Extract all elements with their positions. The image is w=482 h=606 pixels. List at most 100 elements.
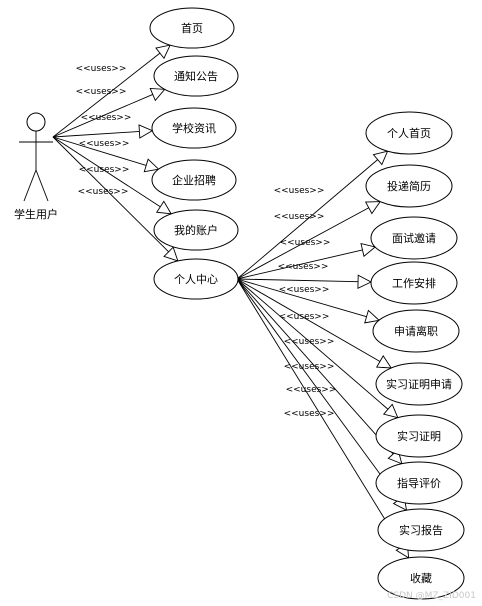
stereotype-resume: <<uses>> — [274, 212, 325, 222]
use-case-label: 个人首页 — [387, 126, 431, 140]
assoc-cert-line — [236, 278, 389, 410]
stereotype-report: <<uses>> — [286, 385, 337, 395]
assoc-resign-line — [236, 278, 367, 318]
assoc-evaluation-line — [236, 278, 394, 455]
use-case-label: 指导评价 — [397, 476, 441, 490]
assoc-work-arrowhead — [357, 274, 373, 289]
use-case-report: 实习报告 — [377, 508, 465, 552]
use-case-label: 工作安排 — [392, 276, 436, 290]
use-case-ellipse — [370, 261, 458, 305]
use-case-cert-apply: 实习证明申请 — [375, 362, 463, 406]
association-lines — [52, 44, 410, 559]
stereotype-personal-center: <<uses>> — [78, 187, 129, 197]
use-case-ellipse — [151, 107, 237, 149]
use-case-cert: 实习证明 — [375, 414, 463, 458]
use-case-ellipse — [365, 111, 453, 155]
assoc-school-info-arrowhead — [138, 124, 154, 139]
use-case-ellipse — [377, 508, 465, 552]
assoc-home-line — [52, 52, 161, 138]
use-case-ellipse — [153, 258, 239, 300]
assoc-work-line — [236, 278, 359, 283]
use-case-ellipse — [153, 209, 239, 251]
use-case-ellipse — [149, 7, 235, 49]
assoc-resume-arrowhead — [364, 201, 382, 215]
use-case-label: 企业招聘 — [172, 173, 216, 187]
assoc-interview-arrowhead — [360, 242, 377, 258]
assoc-recruit-arrowhead — [143, 158, 160, 173]
actor-right-leg — [35, 169, 49, 202]
use-case-ellipse — [151, 159, 237, 201]
use-case-resume: 投递简历 — [365, 164, 453, 208]
use-case-ellipse — [377, 556, 465, 600]
use-case-label: 投递简历 — [387, 179, 431, 193]
stereotype-personal-home: <<uses>> — [274, 186, 325, 196]
watermark: CSDN @MZ_ZID001 — [387, 591, 476, 601]
assoc-resume-line — [236, 207, 369, 280]
stereotype-interview: <<uses>> — [280, 238, 331, 248]
use-case-ellipse — [365, 164, 453, 208]
use-case-resign: 申请离职 — [372, 309, 460, 353]
use-case-work: 工作安排 — [370, 261, 458, 305]
use-case-label: 首页 — [181, 21, 203, 35]
use-case-label: 实习证明 — [397, 429, 441, 443]
use-case-home: 首页 — [149, 7, 235, 49]
actor-left-leg — [23, 169, 37, 202]
stereotype-home: <<uses>> — [76, 64, 127, 74]
use-case-ellipse — [153, 55, 239, 97]
use-case-favorite: 收藏 — [377, 556, 465, 600]
actor-label: 学生用户 — [14, 207, 58, 221]
use-case-label: 实习报告 — [399, 523, 443, 537]
assoc-account-line — [52, 136, 161, 208]
assoc-favorite-line — [236, 278, 403, 548]
use-case-label: 实习证明申请 — [386, 377, 452, 391]
assoc-notice-line — [52, 94, 153, 138]
stereotype-notice: <<uses>> — [76, 87, 127, 97]
assoc-cert-apply-arrowhead — [375, 354, 393, 369]
use-case-ellipse — [375, 414, 463, 458]
assoc-account-arrowhead — [155, 200, 173, 215]
stereotype-account: <<uses>> — [79, 165, 130, 175]
use-case-label: 学校资讯 — [172, 121, 216, 135]
assoc-interview-line — [236, 249, 363, 280]
use-case-label: 通知公告 — [174, 69, 218, 83]
use-case-label: 面试邀请 — [392, 231, 436, 245]
assoc-cert-arrowhead — [382, 403, 399, 419]
stereotype-cert-apply: <<uses>> — [279, 312, 330, 322]
actor-student: 学生用户 — [14, 112, 58, 221]
use-case-evaluation: 指导评价 — [375, 461, 463, 505]
use-case-interview: 面试邀请 — [370, 216, 458, 260]
use-case-ellipse — [370, 216, 458, 260]
use-case-label: 申请离职 — [394, 324, 438, 338]
assoc-recruit-line — [52, 136, 147, 166]
assoc-resign-arrowhead — [364, 309, 381, 324]
assoc-home-arrowhead — [155, 44, 171, 60]
assoc-school-info-line — [52, 131, 140, 138]
assoc-personal-center-line — [52, 136, 169, 253]
assoc-cert-apply-line — [236, 278, 381, 362]
use-case-notice: 通知公告 — [153, 55, 239, 97]
use-case-label: 个人中心 — [174, 273, 218, 286]
stereotype-evaluation: <<uses>> — [284, 362, 335, 372]
assoc-notice-arrowhead — [149, 87, 166, 102]
stereotype-resign: <<uses>> — [279, 285, 330, 295]
use-case-ellipse — [375, 362, 463, 406]
use-case-account: 我的账户 — [153, 209, 239, 251]
actor-head — [26, 112, 46, 132]
stereotype-recruit: <<uses>> — [79, 139, 130, 149]
stereotype-cert: <<uses>> — [284, 337, 335, 347]
assoc-personal-center-arrowhead — [163, 246, 179, 262]
assoc-report-line — [236, 278, 400, 501]
assoc-personal-home-line — [236, 159, 378, 280]
use-case-recruit: 企业招聘 — [151, 159, 237, 201]
assoc-personal-home-arrowhead — [372, 150, 389, 166]
use-case-ellipse — [372, 309, 460, 353]
stereotype-favorite: <<uses>> — [284, 409, 335, 419]
stereotype-school-info: <<uses>> — [81, 113, 132, 123]
use-case-school-info: 学校资讯 — [151, 107, 237, 149]
stereotype-labels: <<uses>> <<uses>> <<uses>> <<uses>> <<uses>>… — [76, 64, 337, 419]
use-case-personal-center: 个人中心 — [153, 258, 239, 300]
stereotype-work: <<uses>> — [278, 262, 329, 272]
use-case-label: 收藏 — [410, 571, 432, 585]
